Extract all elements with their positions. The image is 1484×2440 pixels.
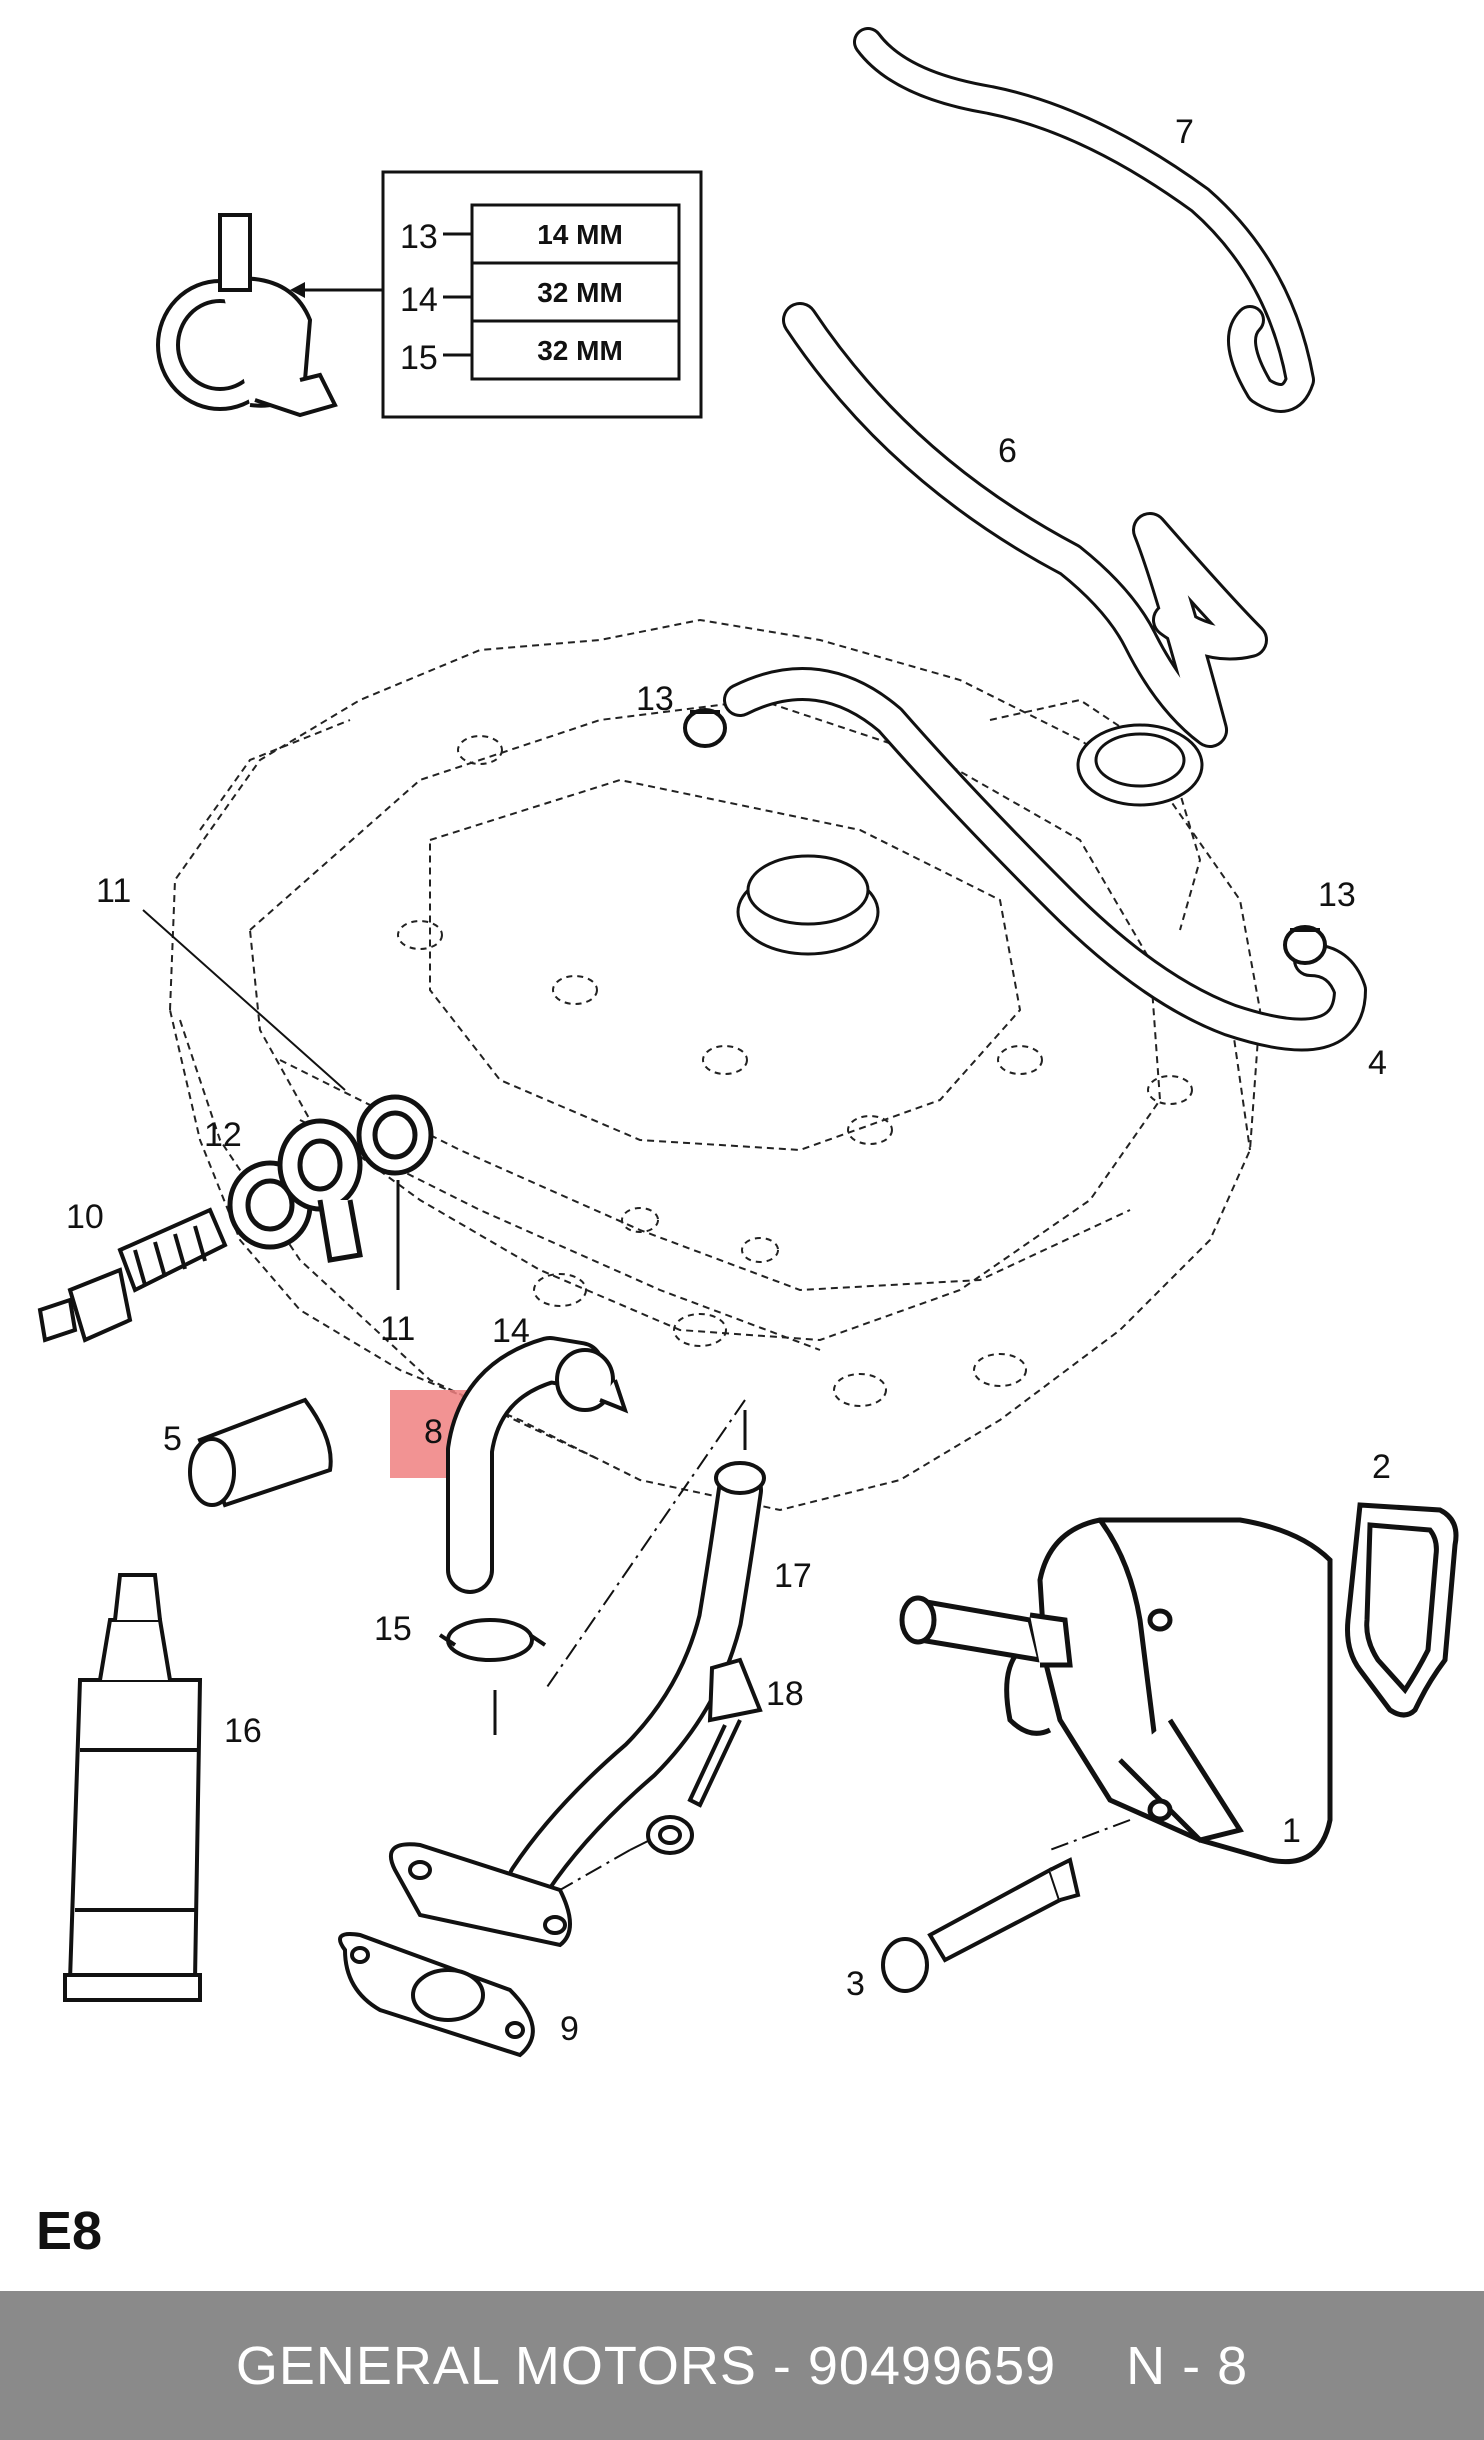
bolt-18 — [687, 1657, 763, 1808]
footer-brand-part: GENERAL MOTORS - 90499659 — [235, 2335, 1057, 2396]
clamp-13-upper — [683, 708, 727, 748]
engine-holes — [397, 735, 1193, 1407]
table-ref-15: 15 — [400, 339, 438, 377]
callout-1: 1 — [1282, 1812, 1301, 1850]
bolt-3 — [881, 1857, 1081, 1993]
footer-banner: GENERAL MOTORS - 90499659 N - 8 — [0, 2291, 1484, 2440]
outlet-pipe — [899, 1595, 1073, 1668]
callout-2: 2 — [1372, 1448, 1391, 1486]
callout-11-upper: 11 — [96, 872, 131, 910]
banjo-fitting — [277, 1118, 363, 1263]
table-size-14: 32 MM — [537, 277, 623, 308]
table-ref-14: 14 — [400, 281, 438, 319]
callout-5: 5 — [163, 1420, 182, 1458]
oil-separator-1 — [1004, 1517, 1333, 1865]
clamp-13-right — [1283, 925, 1327, 965]
clamp-size-table: 13 14 15 14 MM 32 MM 32 MM — [381, 170, 703, 419]
page-code: E8 — [36, 2201, 103, 2261]
leader-11-upper — [142, 909, 346, 1091]
sleeve-5 — [188, 1397, 333, 1508]
clamp-15 — [438, 1618, 547, 1662]
table-size-13: 14 MM — [537, 219, 623, 250]
callout-13-upper: 13 — [636, 680, 674, 718]
pipe-17-flange — [388, 1842, 572, 1948]
callout-17: 17 — [774, 1557, 812, 1595]
bolt-10 — [37, 1207, 228, 1343]
callout-14: 14 — [492, 1312, 530, 1350]
clamp-detail-drawing — [156, 213, 338, 418]
callout-11-lower: 11 — [380, 1310, 415, 1348]
callout-12: 12 — [204, 1116, 242, 1154]
callout-7: 7 — [1175, 113, 1194, 151]
callout-13-right: 13 — [1318, 876, 1356, 914]
footer-ref: N - 8 — [1126, 2335, 1249, 2396]
sealant-tube-16 — [63, 1573, 203, 2002]
callout-8: 8 — [424, 1413, 443, 1451]
parts-diagram: 13 14 15 14 MM 32 MM 32 MM — [37, 27, 1459, 2058]
callout-3: 3 — [846, 1965, 865, 2003]
oil-filler-cap — [736, 854, 880, 956]
callout-4: 4 — [1368, 1044, 1387, 1082]
gasket-9 — [338, 1932, 535, 2058]
callout-6: 6 — [998, 432, 1017, 470]
alignment-lines — [544, 1399, 1131, 1891]
callout-9: 9 — [560, 2010, 579, 2048]
callout-10: 10 — [66, 1198, 104, 1236]
gasket-2 — [1345, 1502, 1459, 1718]
table-size-15: 32 MM — [537, 335, 623, 366]
table-ref-13: 13 — [400, 218, 438, 256]
washer-11 — [356, 1094, 434, 1176]
throttle-body — [1076, 723, 1204, 807]
clamp-14 — [555, 1348, 629, 1414]
washer-18 — [646, 1815, 694, 1855]
callout-16: 16 — [224, 1712, 262, 1750]
callout-18: 18 — [766, 1675, 804, 1713]
callout-15: 15 — [374, 1610, 412, 1648]
